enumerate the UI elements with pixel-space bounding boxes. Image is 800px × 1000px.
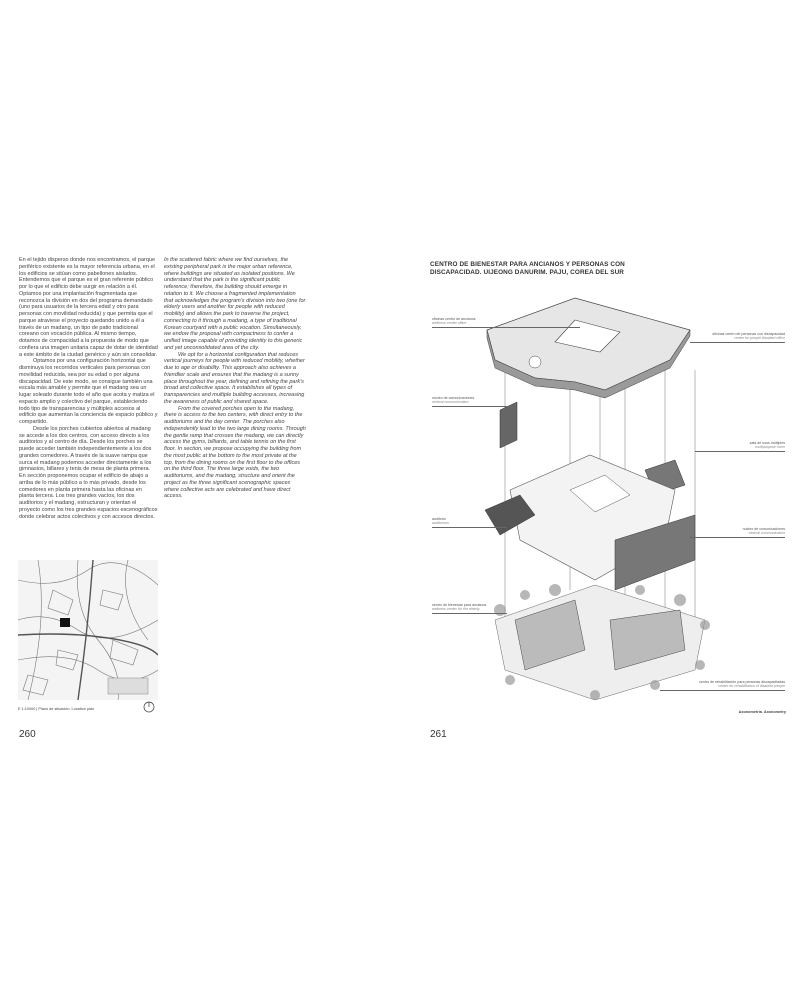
paragraph: Desde los porches cubiertos abiertos al … [19,425,158,520]
page-title: CENTRO DE BIENESTAR PARA ANCIANOS Y PERS… [430,261,625,276]
english-text-column: In the scattered fabric where we find ou… [164,257,306,500]
north-arrow-icon [143,701,155,713]
figure-caption: Axonometría. Axonometry [738,710,786,714]
axonometric-drawing [484,297,710,701]
label-disabled-office: oficinas centro de personas con discapac… [690,332,785,343]
spanish-text-column: En el tejido disperso donde nos encontra… [19,257,158,520]
paragraph: En el tejido disperso donde nos encontra… [19,257,158,358]
label-rehabilitation-center: centro de rehabilitación para personas d… [660,680,785,691]
page-number-right: 261 [430,729,447,740]
title-line: CENTRO DE BIENESTAR PARA ANCIANOS Y PERS… [430,261,625,268]
location-plan-map [18,560,158,700]
page-number-left: 260 [19,729,36,740]
paragraph: From the covered porches open to the mad… [164,405,306,500]
title-line: DISCAPACIDAD. UIJEONG DANURIM. PAJU, COR… [430,268,625,276]
paragraph: We opt for a horizontal configuration th… [164,351,305,405]
map-caption: E 1:10000 | Plano de situación. Location… [18,707,95,711]
paragraph: In the scattered fabric where we find ou… [164,257,306,351]
paragraph: Optamos por una configuración horizontal… [19,358,158,425]
